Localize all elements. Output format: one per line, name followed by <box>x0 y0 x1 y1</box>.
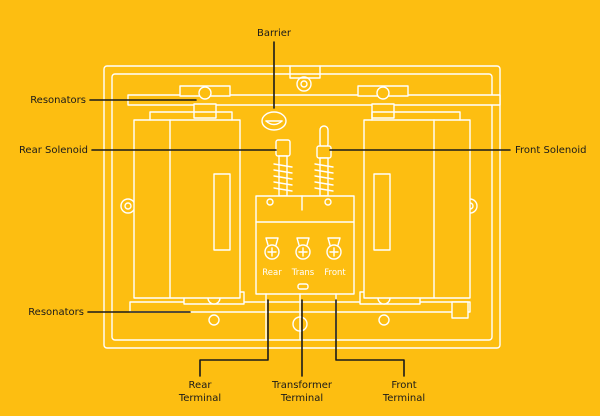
transformer-terminal-label-line1: Transformer <box>271 380 333 391</box>
leader-lines <box>87 41 511 377</box>
front-solenoid-label: Front Solenoid <box>515 145 586 156</box>
rear-terminal-screw <box>264 237 280 260</box>
front-solenoid-housing <box>363 111 471 299</box>
front-terminal-label-line1: Front <box>391 380 416 391</box>
terminal-trans-text: Trans <box>291 268 315 278</box>
front-terminal-screw <box>326 237 342 260</box>
resonators-bottom-label: Resonators <box>28 307 84 318</box>
transformer-terminal-label-line2: Terminal <box>280 393 323 404</box>
front-plunger <box>314 125 334 197</box>
barrier-label: Barrier <box>257 28 292 39</box>
trans-terminal-screw <box>295 237 311 260</box>
rear-solenoid-housing <box>133 111 241 299</box>
terminal-front-text: Front <box>324 268 346 278</box>
rear-plunger <box>273 139 293 197</box>
rear-terminal-label-line2: Terminal <box>178 393 221 404</box>
rear-solenoid-label: Rear Solenoid <box>19 145 88 156</box>
resonators-top-label: Resonators <box>30 95 86 106</box>
front-terminal-label-line2: Terminal <box>382 393 425 404</box>
rear-terminal-label-line1: Rear <box>189 380 213 391</box>
left-mounting-screw <box>120 198 136 214</box>
top-mounting-tab <box>289 65 321 92</box>
terminal-rear-text: Rear <box>262 268 282 278</box>
barrier-screw <box>261 111 287 131</box>
top-resonator-bar <box>127 85 501 119</box>
